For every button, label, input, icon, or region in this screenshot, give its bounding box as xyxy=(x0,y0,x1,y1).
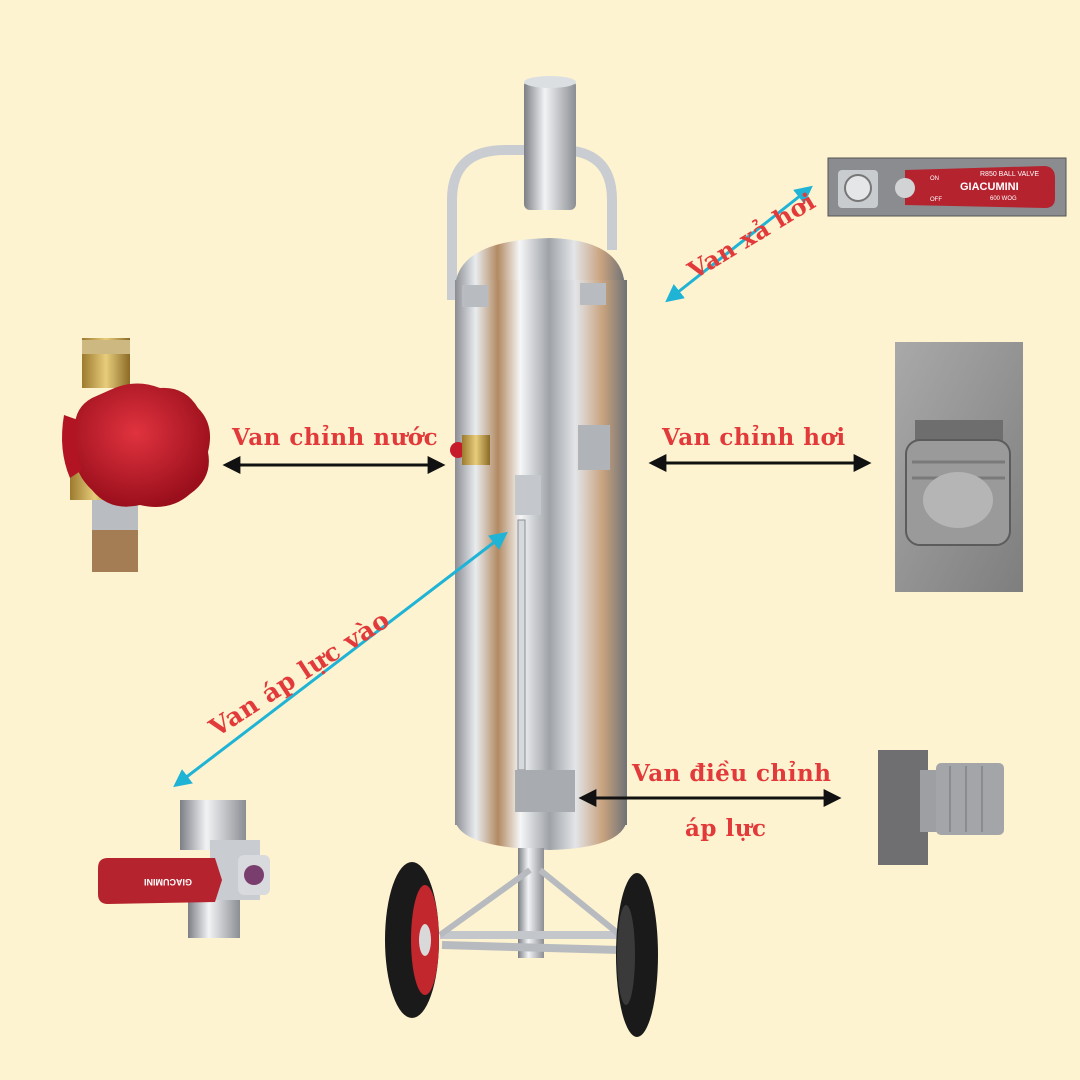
valve-brand-text: GIACUMINI xyxy=(960,181,1019,193)
label-water-adjust-valve: Van chỉnh nước xyxy=(232,424,439,451)
pressure-adjust-fitting xyxy=(515,770,575,812)
tank-dome xyxy=(455,238,625,290)
arrow-air-release xyxy=(665,185,813,303)
inset-pressure-regulator xyxy=(878,750,1004,865)
valve-model-text: R850 BALL VALVE xyxy=(980,171,1039,178)
red-knob-icon xyxy=(74,383,211,507)
valve-brand-text: GIACUMINI xyxy=(144,877,192,887)
arrow-pressure-inlet xyxy=(173,531,508,788)
inset-pressure-inlet-valve: GIACUMINI xyxy=(98,800,270,938)
tank-bottom xyxy=(455,820,627,850)
label-steam-adjust-valve: Van chỉnh hơi xyxy=(662,424,846,451)
top-pipe xyxy=(524,80,576,210)
inset-water-adjust-valve xyxy=(62,338,211,572)
red-valve-handle xyxy=(905,166,1055,208)
inset-steam-adjust-valve xyxy=(895,342,1023,592)
red-valve-handle xyxy=(98,858,222,904)
left-wheel xyxy=(385,862,439,1018)
air-adjust-fitting xyxy=(578,425,610,470)
valve-off-text: OFF xyxy=(930,197,942,203)
valve-on-text: ON xyxy=(930,176,939,182)
valve-rating-text: 600 WOG xyxy=(990,196,1017,202)
right-wheel xyxy=(616,873,658,1037)
sight-glass xyxy=(517,519,526,771)
label-pressure-regulator-line1: Van điều chỉnh xyxy=(632,760,832,787)
label-pressure-regulator-line2: áp lực xyxy=(685,815,767,842)
inset-air-release-valve: ON OFF R850 BALL VALVE GIACUMINI 600 WOG xyxy=(827,157,1067,217)
steel-tank xyxy=(385,76,658,1037)
